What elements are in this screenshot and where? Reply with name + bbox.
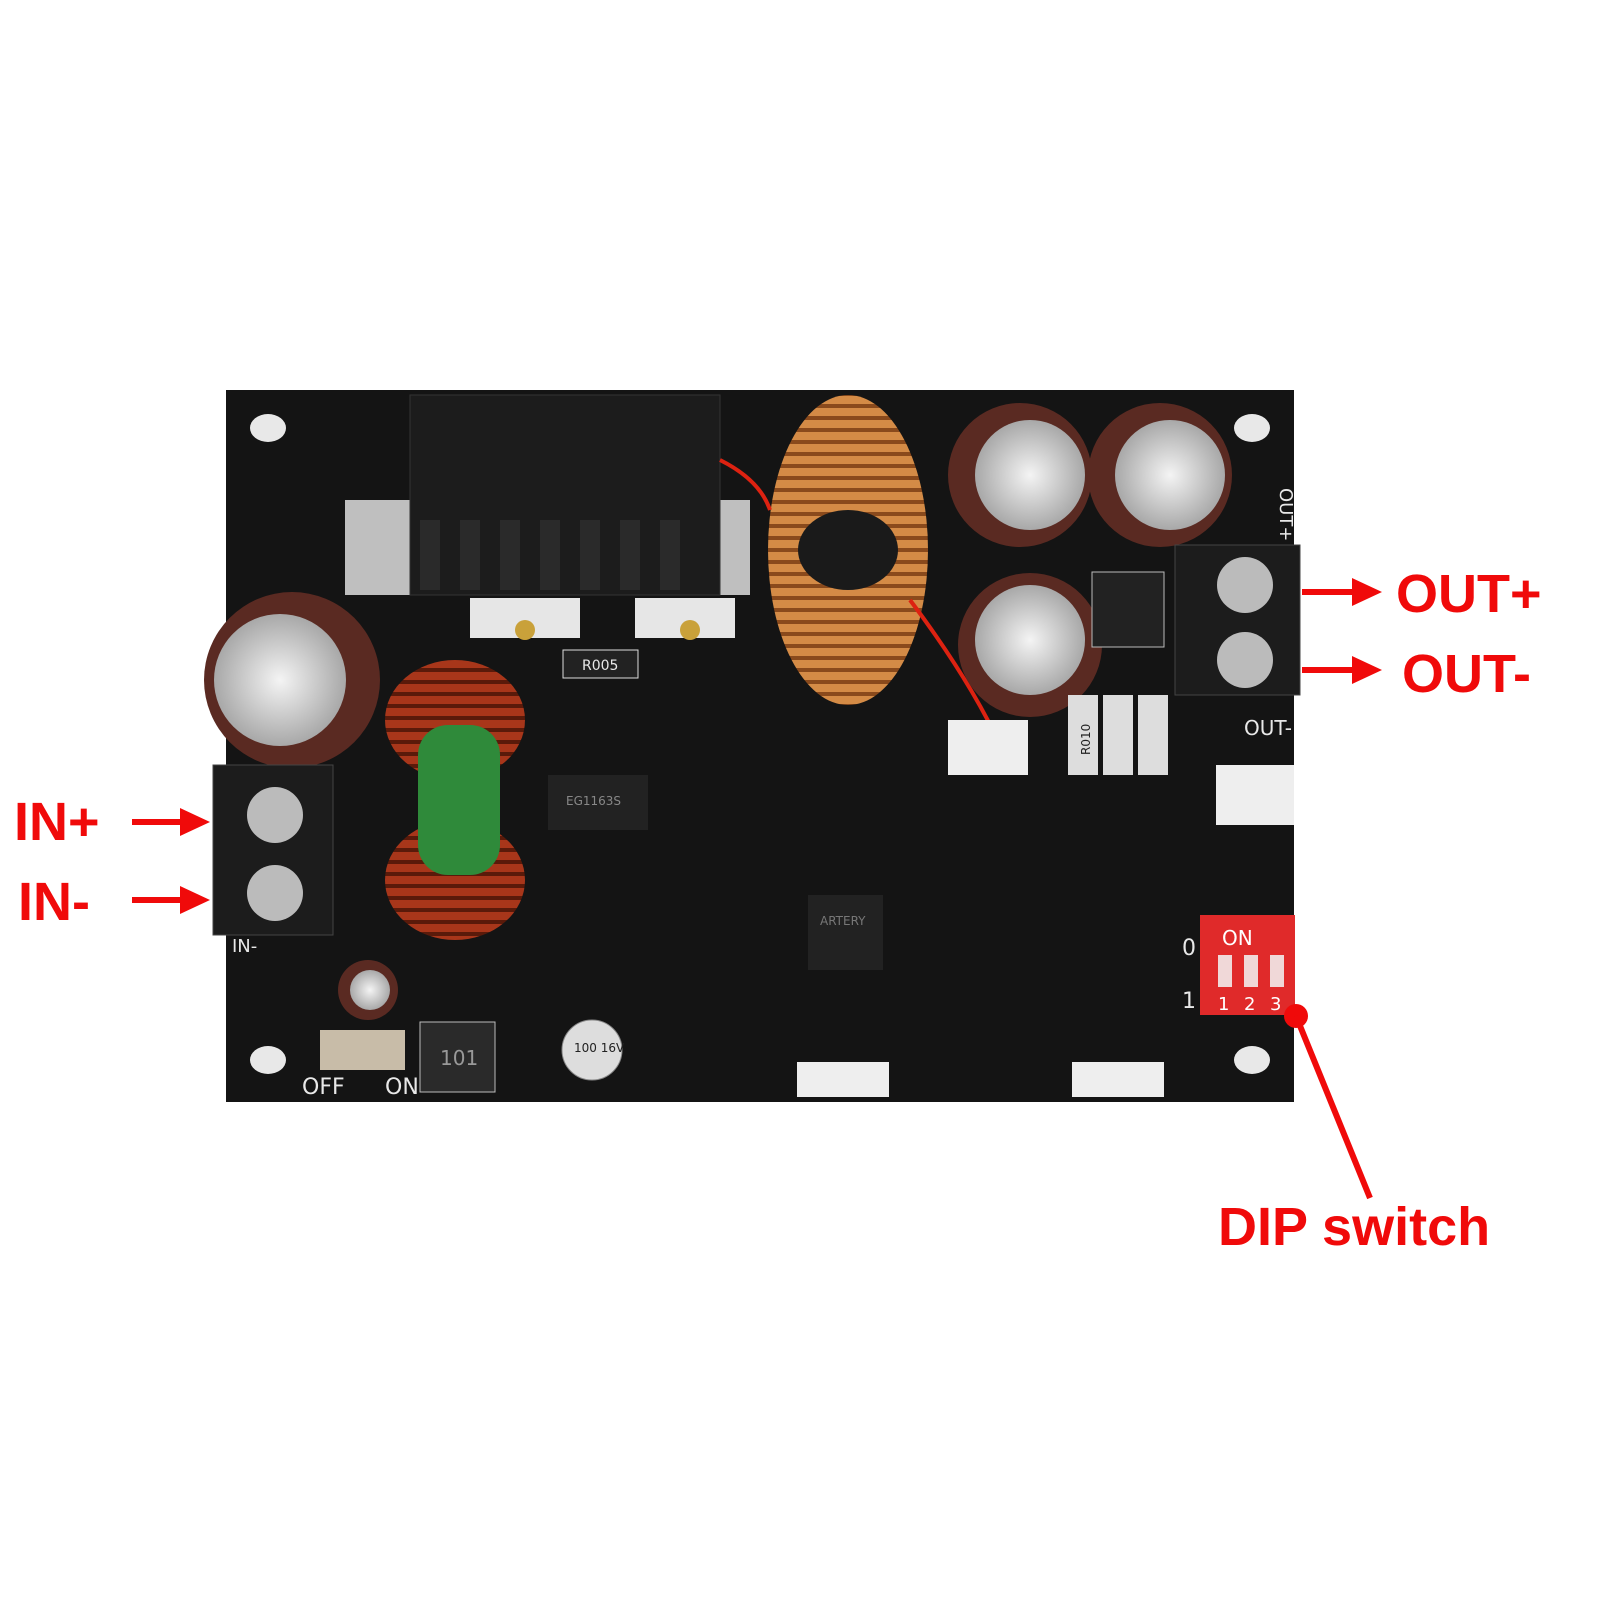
- shunt-main-label: R005: [582, 658, 618, 674]
- dip-pos-1: 1: [1182, 989, 1196, 1014]
- silk-out-plus: OUT+: [1275, 488, 1296, 541]
- callout-arrows: [132, 578, 1382, 1200]
- electrolytic-capacitors: 100 16V: [204, 403, 1232, 1081]
- silk-off: OFF: [302, 1075, 345, 1100]
- shunt-out-label: R010: [1079, 724, 1093, 755]
- silk-in-minus: IN-: [232, 936, 257, 957]
- input-choke: [385, 660, 525, 940]
- dip-num-2: 2: [1244, 994, 1255, 1015]
- cap-small-label: 100 16V: [574, 1041, 625, 1055]
- dip-pos-0: 0: [1182, 936, 1196, 961]
- callout-out-plus: OUT+: [1396, 564, 1542, 624]
- dip-num-1: 1: [1218, 994, 1229, 1015]
- mounting-holes: [250, 414, 1270, 1074]
- callout-dip-switch: DIP switch: [1218, 1197, 1490, 1257]
- components: R005 EG1163S ARTERY R010 101: [320, 571, 1294, 1097]
- mcu-label: ARTERY: [820, 914, 866, 928]
- callout-in-minus: IN-: [18, 872, 90, 932]
- callout-in-plus: IN+: [14, 792, 100, 852]
- silk-out-minus: OUT-: [1244, 716, 1292, 740]
- driver-ic-label: EG1163S: [566, 794, 621, 808]
- dip-num-3: 3: [1270, 994, 1281, 1015]
- input-terminal: [212, 764, 334, 936]
- silk-on: ON: [385, 1075, 419, 1100]
- inductor-small-label: 101: [440, 1046, 478, 1070]
- heatsink-fan: [345, 394, 750, 640]
- output-terminal: [1174, 544, 1301, 696]
- toroid-inductor: [719, 395, 1002, 746]
- dip-switch: ON 1 2 3 0 1: [1182, 915, 1295, 1015]
- dip-on-label: ON: [1222, 926, 1253, 950]
- callout-out-minus: OUT-: [1402, 644, 1531, 704]
